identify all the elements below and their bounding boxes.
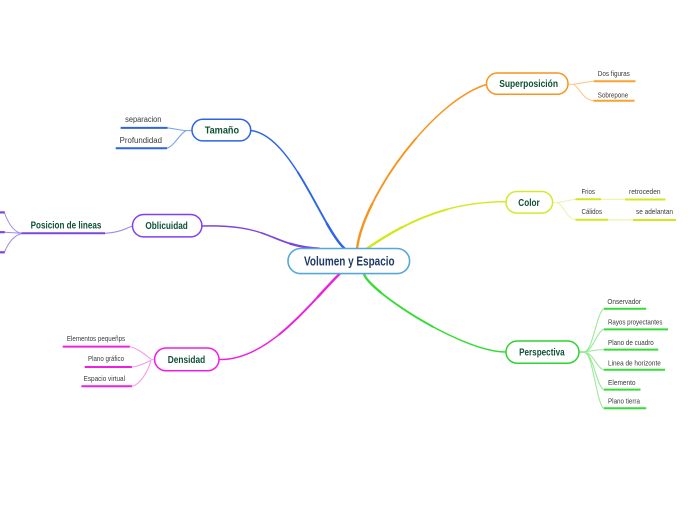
svg-text:Linea de horizonte: Linea de horizonte bbox=[608, 358, 661, 367]
svg-text:retroceden: retroceden bbox=[629, 187, 661, 196]
svg-text:Tamaño: Tamaño bbox=[205, 126, 239, 137]
svg-text:Color: Color bbox=[518, 198, 539, 209]
svg-text:Elementos pequeñps: Elementos pequeñps bbox=[67, 334, 126, 343]
svg-text:Frios: Frios bbox=[581, 187, 595, 196]
svg-text:Oblicuidad: Oblicuidad bbox=[145, 221, 187, 232]
svg-text:Superposición: Superposición bbox=[499, 79, 558, 90]
svg-text:Perspectiva: Perspectiva bbox=[519, 348, 565, 359]
svg-text:se adelantan: se adelantan bbox=[636, 207, 673, 216]
svg-text:Plano tierra: Plano tierra bbox=[608, 397, 641, 406]
svg-text:Volumen y Espacio: Volumen y Espacio bbox=[304, 254, 395, 269]
svg-text:Sobrepone: Sobrepone bbox=[598, 91, 628, 100]
svg-text:Plano gráfico: Plano gráfico bbox=[88, 354, 124, 363]
svg-text:Rayos proyectantes: Rayos proyectantes bbox=[608, 318, 663, 327]
svg-text:Elemento: Elemento bbox=[608, 378, 636, 387]
svg-text:Densidad: Densidad bbox=[168, 355, 205, 366]
svg-text:Cálidos: Cálidos bbox=[582, 207, 603, 216]
svg-text:Profundidad: Profundidad bbox=[120, 136, 162, 145]
svg-text:Onservador: Onservador bbox=[607, 297, 641, 306]
svg-text:Dos figuras: Dos figuras bbox=[598, 69, 630, 78]
svg-text:Plano de cuadro: Plano de cuadro bbox=[608, 338, 654, 347]
svg-text:Espacio virtual: Espacio virtual bbox=[84, 374, 126, 383]
svg-text:Posicion de lineas: Posicion de lineas bbox=[31, 220, 102, 231]
svg-text:separacion: separacion bbox=[125, 115, 161, 124]
